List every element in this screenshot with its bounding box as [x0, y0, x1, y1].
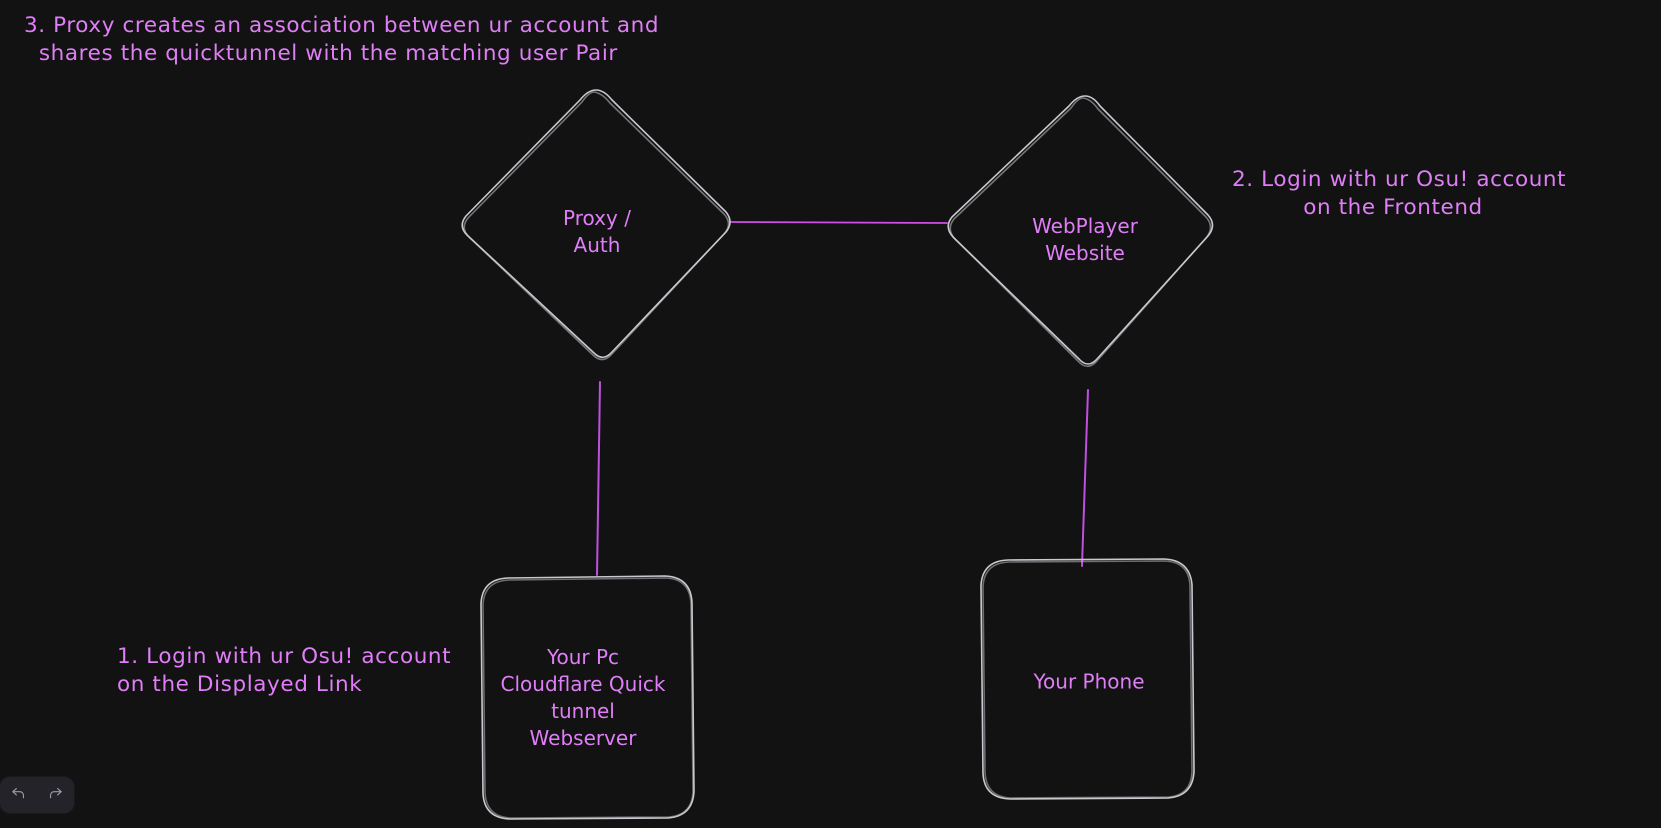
- node-proxy-auth-shape[interactable]: [461, 89, 731, 359]
- node-label-proxy-auth[interactable]: Proxy / Auth: [563, 206, 631, 257]
- annotation-step-1[interactable]: 1. Login with ur Osu! account on the Dis…: [117, 644, 452, 697]
- edge-proxy-to-webplayer[interactable]: [730, 221, 948, 224]
- node-label-webplayer[interactable]: WebPlayer Website: [1032, 214, 1138, 265]
- node-your-pc-shape-2: [482, 577, 694, 819]
- undo-button[interactable]: [5, 781, 33, 809]
- annotation-step-2[interactable]: 2. Login with ur Osu! account on the Fro…: [1232, 167, 1567, 220]
- node-label-your-pc[interactable]: Your Pc Cloudflare Quick tunnel Webserve…: [500, 645, 666, 750]
- undo-arrow-icon: [10, 785, 27, 806]
- edge-proxy-to-yourpc[interactable]: [596, 381, 601, 576]
- node-your-phone-shape[interactable]: [980, 558, 1195, 800]
- redo-button[interactable]: [42, 781, 70, 809]
- node-proxy-auth-shape-2: [463, 91, 730, 361]
- redo-arrow-icon: [47, 785, 64, 806]
- undo-redo-toolbar[interactable]: [0, 777, 74, 813]
- nodes-layer: [461, 89, 1214, 820]
- node-your-phone-shape-2: [982, 560, 1193, 799]
- annotation-step-3[interactable]: 3. Proxy creates an association between …: [24, 13, 660, 66]
- node-label-your-phone[interactable]: Your Phone: [1033, 669, 1145, 694]
- edges-layer: [596, 221, 1089, 576]
- node-webplayer-shape[interactable]: [947, 95, 1214, 365]
- node-webplayer-shape-2: [949, 97, 1212, 368]
- node-your-pc-shape[interactable]: [480, 575, 695, 820]
- edge-webplayer-to-yourphone[interactable]: [1081, 389, 1089, 567]
